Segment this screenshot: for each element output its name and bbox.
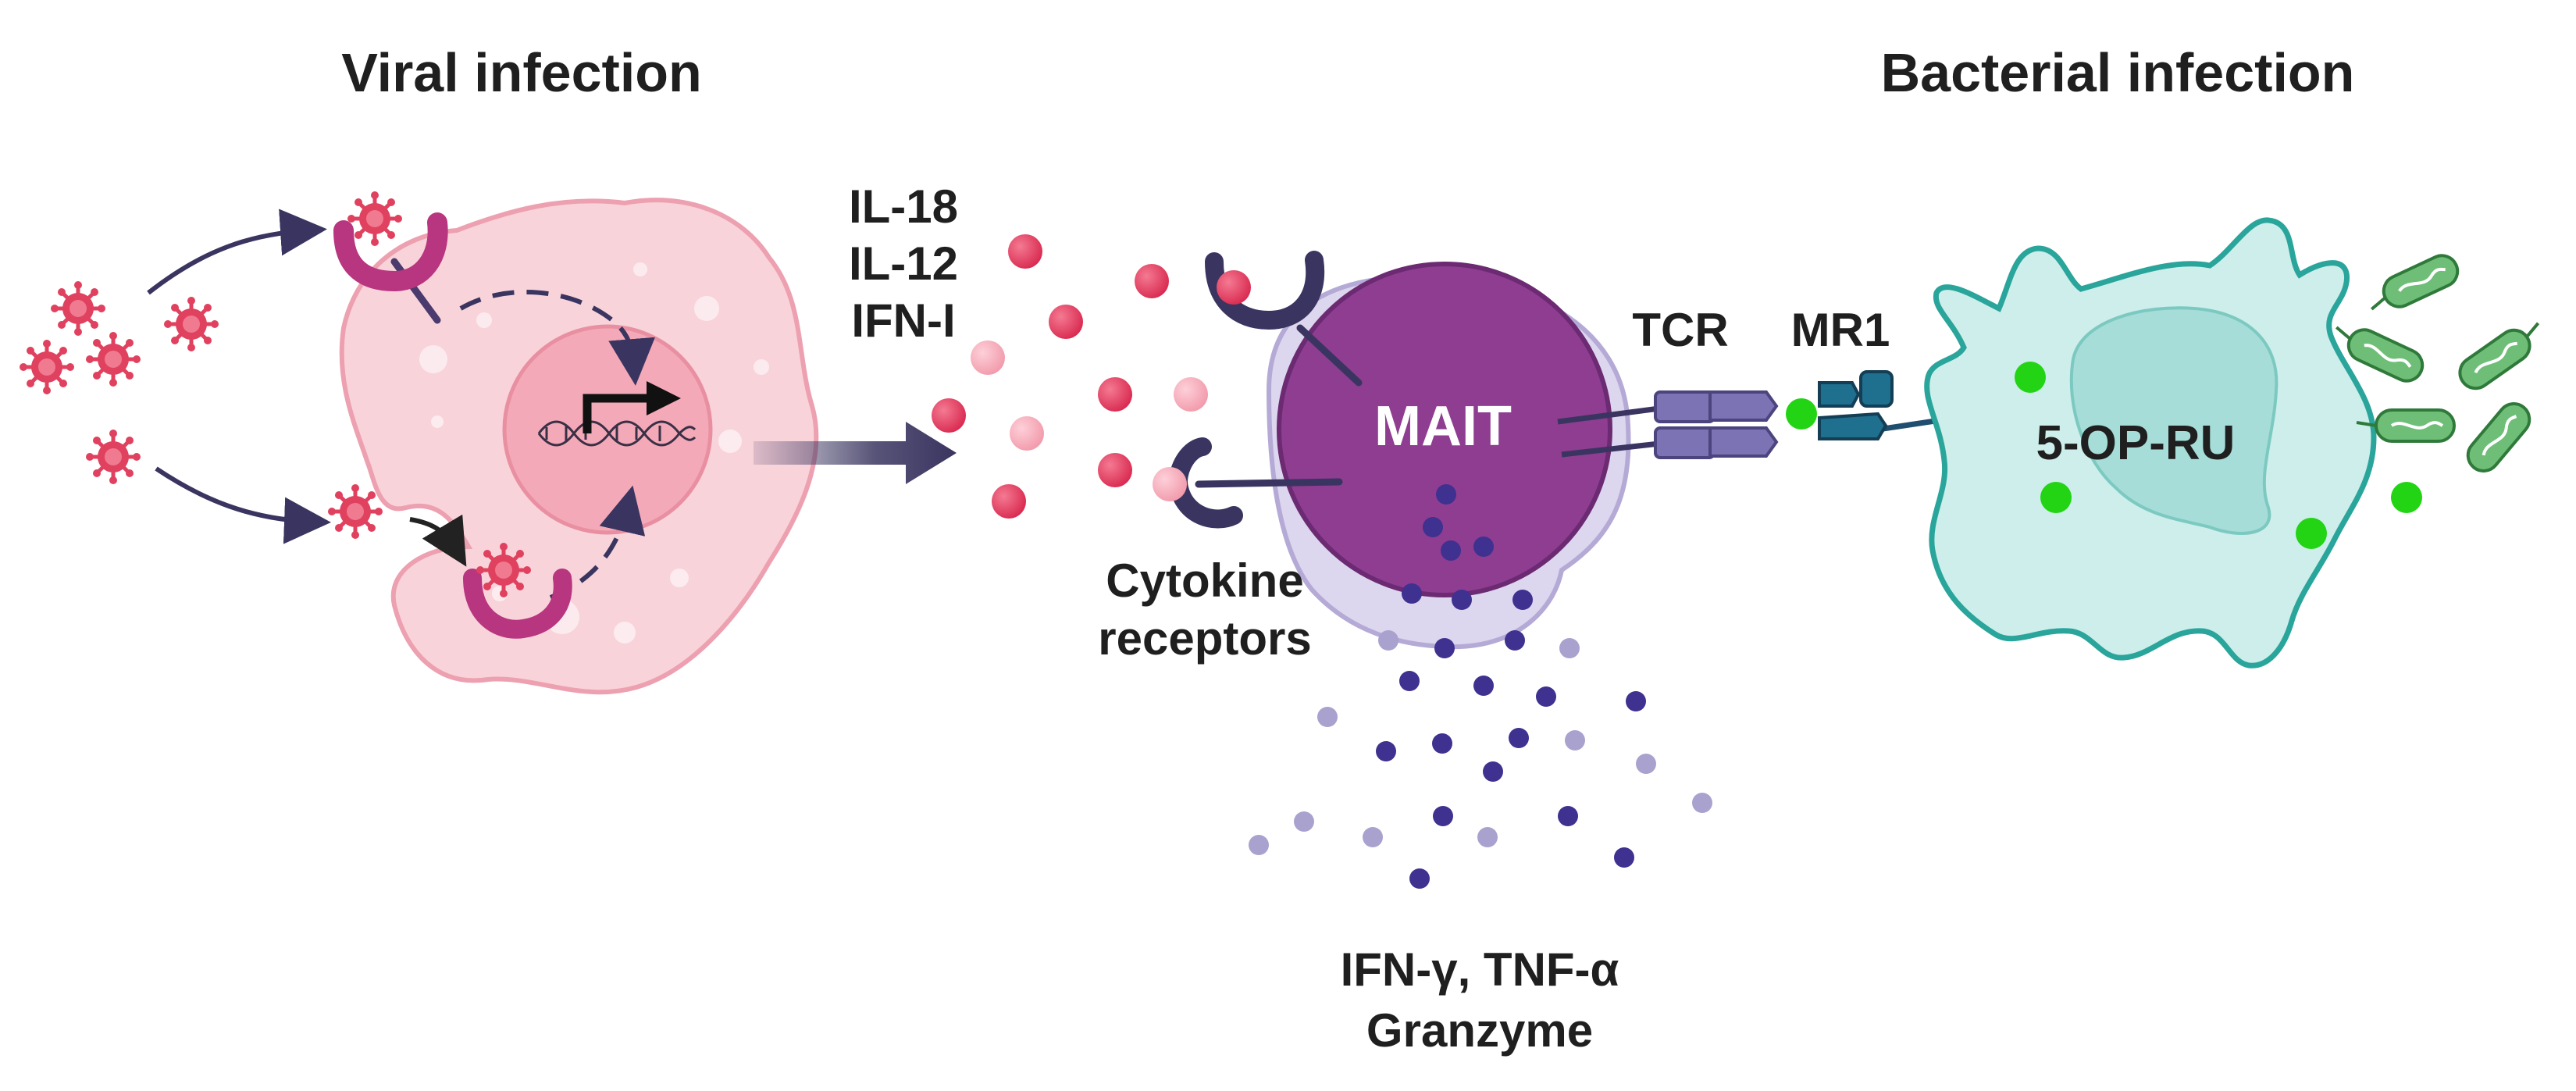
free-viruses: [20, 281, 219, 484]
endosomal-receptor: [463, 569, 572, 639]
granule-dot: [1512, 590, 1533, 610]
cytokines: [932, 234, 1208, 519]
signaling-arrow-top: [459, 290, 656, 386]
virus-particle: [20, 340, 74, 394]
nucleus: [502, 324, 713, 535]
granule-dot: [1434, 638, 1455, 658]
endosomal-virus: [476, 543, 531, 597]
granule-dot: [1505, 630, 1525, 651]
cytokine-label: IL-18: [848, 180, 959, 233]
cytokine-dot: [1174, 377, 1208, 412]
bacterial-infection-title: Bacterial infection: [1880, 42, 2355, 103]
virus-particle: [328, 484, 383, 539]
granule-dot: [1477, 827, 1498, 847]
cytokine-dot: [1098, 377, 1132, 412]
bacterium-icon: [2335, 326, 2425, 383]
bound-virus: [347, 191, 402, 246]
granule-dot: [1536, 686, 1556, 707]
bacterium-icon: [2466, 402, 2531, 472]
ligand-dot: [2296, 518, 2327, 549]
granule-dot: [1692, 793, 1712, 813]
cytokine-label: IFN-I: [851, 294, 956, 347]
granule-dot: [1509, 728, 1529, 748]
granule-dot: [1614, 847, 1634, 868]
apc-nucleus: [2069, 306, 2278, 535]
virus-particle: [164, 297, 219, 351]
granule-dot: [1483, 761, 1503, 782]
virus-particle: [86, 430, 141, 484]
ligand-label: 5-OP-RU: [2036, 416, 2236, 470]
granule-dot: [1402, 583, 1422, 604]
ligand-dot: [2391, 482, 2422, 513]
granule-dot: [1317, 707, 1338, 727]
granule-dot: [1294, 811, 1314, 832]
transcription-arrow-head: [647, 381, 681, 415]
surface-receptor-top: [333, 212, 448, 324]
granule-dot: [1636, 754, 1656, 774]
bound-cytokine: [1153, 467, 1187, 501]
granule-dot: [1626, 691, 1646, 711]
cytokine-dot: [1008, 234, 1042, 269]
internalization-arrow: [409, 514, 467, 567]
granule-dot: [1559, 638, 1580, 658]
viral-infection-title: Viral infection: [341, 42, 702, 103]
granule-dot: [1452, 590, 1472, 610]
cytokine-receptors-label: Cytokine: [1106, 554, 1304, 607]
granule-dot: [1436, 484, 1456, 504]
granule-dot: [1249, 835, 1269, 855]
granule-dot: [1376, 741, 1396, 761]
virus-particle: [86, 332, 141, 387]
granule-dot: [1473, 537, 1494, 557]
cytokine-dot: [932, 398, 966, 433]
bacterium-icon: [2370, 254, 2460, 311]
bacterium-icon: [2356, 408, 2456, 443]
granule-dot: [1433, 806, 1453, 826]
secretion-arrow: [754, 422, 957, 484]
bacteria: [2335, 254, 2540, 472]
granule-dot: [1423, 517, 1443, 537]
mait-cell: [1277, 262, 1612, 597]
granule-dot: [1565, 730, 1585, 751]
mait-cell-label: MAIT: [1374, 395, 1512, 458]
dna-helix-icon: [537, 420, 697, 447]
virus-particle: [51, 281, 105, 336]
granule-dot: [1558, 806, 1578, 826]
cytokine-dot: [1010, 416, 1044, 451]
transcription-arrow-icon: [583, 394, 652, 433]
cytokine-receptors-label: receptors: [1098, 612, 1312, 665]
cytokine-dot: [1098, 453, 1132, 487]
cytokine-dot: [992, 484, 1026, 519]
entry-arrow-top: [147, 209, 327, 295]
cytokine-dot: [971, 340, 1005, 375]
effector-label: Granzyme: [1366, 1004, 1594, 1057]
mr1-bound-ligand: [1786, 398, 1817, 430]
cytokine-dot: [1049, 305, 1083, 339]
cytokine-dot: [1135, 264, 1169, 298]
granules: [1249, 484, 1712, 889]
tcr-label: TCR: [1632, 304, 1729, 356]
granule-dot: [1399, 671, 1420, 691]
granule-dot: [1409, 868, 1430, 889]
entry-arrow-bottom: [155, 466, 331, 544]
granule-dot: [1363, 827, 1383, 847]
cytokine-label: IL-12: [848, 237, 959, 290]
effector-label: IFN-γ, TNF-α: [1340, 943, 1619, 996]
granule-dot: [1441, 540, 1461, 561]
mr1-complex: [1818, 370, 1941, 440]
granule-dot: [1378, 630, 1398, 651]
ligand-dot: [2015, 362, 2046, 393]
granule-dot: [1473, 676, 1494, 696]
mr1-label: MR1: [1790, 304, 1890, 356]
tcr-complex: [1557, 390, 1779, 459]
bacterium-icon: [2458, 322, 2540, 390]
granule-dot: [1432, 733, 1452, 754]
ligand-dot: [2040, 482, 2072, 513]
bound-cytokine: [1217, 270, 1251, 305]
ligand-dots: [2015, 362, 2422, 549]
